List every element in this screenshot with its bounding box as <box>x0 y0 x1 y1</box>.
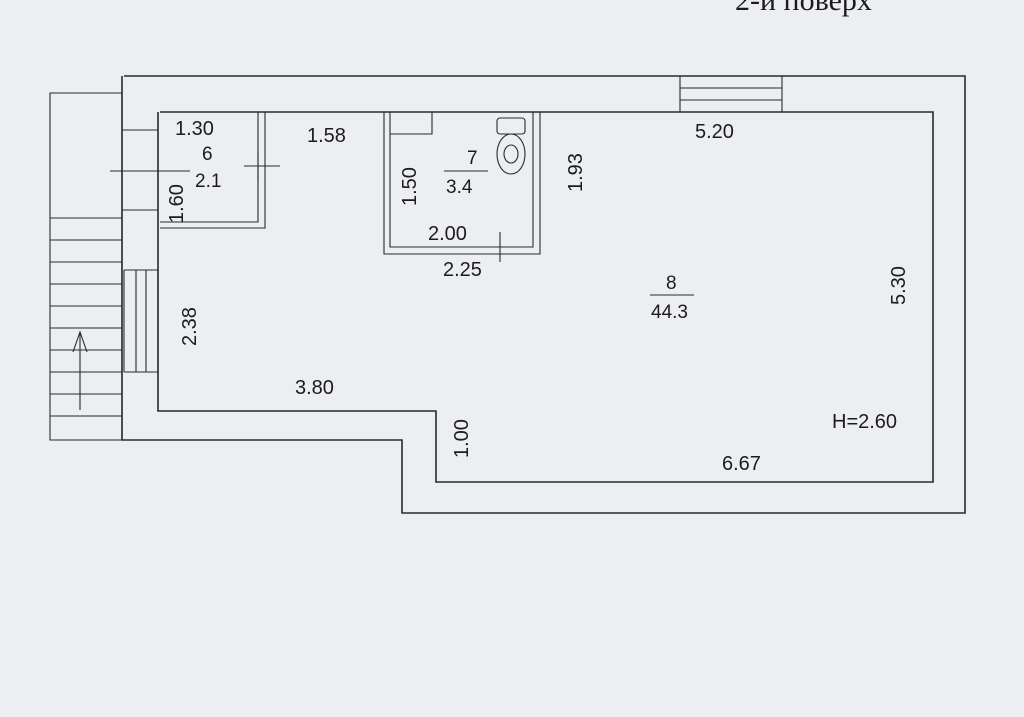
dim-room7-side: 1.93 <box>565 153 587 192</box>
room-7-area: 3.4 <box>446 177 473 198</box>
staircase <box>49 92 123 441</box>
room-6-label: 6 2.1 <box>195 144 221 192</box>
room-6-walls <box>110 112 280 229</box>
inner-wall <box>157 111 934 483</box>
floor-title: 2-й поверх <box>735 0 872 17</box>
dim-step-height: 1.00 <box>451 419 473 458</box>
room-8-number: 8 <box>666 273 677 294</box>
room-7-walls <box>383 112 541 262</box>
room-7-label: 7 3.4 <box>444 148 488 198</box>
top-window <box>679 75 783 113</box>
dim-room7-height: 1.50 <box>399 167 421 206</box>
dim-bottom-width: 6.67 <box>722 453 761 475</box>
dim-room6-width: 1.30 <box>175 118 214 140</box>
dim-lower-left-width: 3.80 <box>295 377 334 399</box>
dim-top-right-width: 5.20 <box>695 121 734 143</box>
left-upper-wall-detail <box>122 129 158 211</box>
dim-right-height: 5.30 <box>888 266 910 305</box>
up-arrow-icon <box>72 330 88 410</box>
room-7-number: 7 <box>467 148 478 169</box>
ceiling-height: H=2.60 <box>832 411 897 433</box>
dim-room7-outer-width: 2.25 <box>443 259 482 281</box>
toilet-icon <box>496 117 526 175</box>
room-8-label: 8 44.3 <box>650 273 694 323</box>
room-8-area: 44.3 <box>651 302 688 323</box>
room-6-area: 2.1 <box>195 171 221 192</box>
dim-room6-height: 1.60 <box>166 184 188 223</box>
outer-wall <box>121 75 966 514</box>
left-window <box>123 269 159 373</box>
dim-corridor-width: 1.58 <box>307 125 346 147</box>
dim-room7-inner-width: 2.00 <box>428 223 467 245</box>
dim-left-height: 2.38 <box>179 307 201 346</box>
room-6-number: 6 <box>202 144 213 165</box>
